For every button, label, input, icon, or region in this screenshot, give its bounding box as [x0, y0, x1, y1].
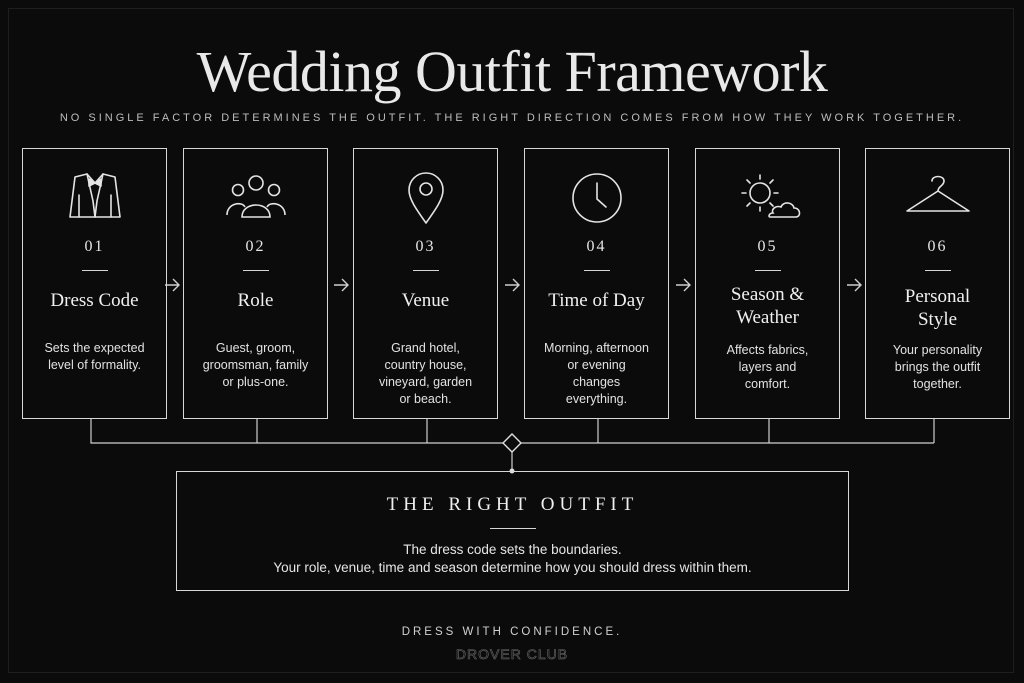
factor-name: Role	[237, 290, 274, 311]
result-line-2: Your role, venue, time and season determ…	[273, 560, 752, 575]
tuxedo-icon	[23, 171, 166, 227]
divider	[242, 270, 269, 271]
factor-name: Dress Code	[50, 290, 139, 311]
factor-number: 03	[415, 238, 436, 255]
factor-number: 06	[927, 238, 948, 255]
hanger-icon	[866, 171, 1009, 227]
factor-number: 02	[245, 238, 266, 255]
arrow-right-icon	[847, 278, 862, 292]
page-title: Wedding Outfit Framework	[196, 39, 828, 104]
sun-cloud-icon	[696, 171, 839, 227]
arrow-right-icon	[505, 278, 520, 292]
divider	[583, 270, 610, 271]
factor-number: 04	[586, 238, 607, 255]
tagline: DRESS WITH CONFIDENCE.	[401, 626, 623, 638]
result-title: THE RIGHT OUTFIT	[386, 494, 639, 515]
divider	[924, 270, 951, 271]
arrow-right-icon	[334, 278, 349, 292]
divider	[489, 528, 536, 529]
clock-icon	[525, 171, 668, 227]
factor-name: Time of Day	[548, 290, 645, 311]
arrow-right-icon	[165, 278, 180, 292]
factor-number: 05	[757, 238, 778, 255]
divider	[754, 270, 781, 271]
location-pin-icon	[354, 171, 497, 227]
result-line-1: The dress code sets the boundaries.	[403, 542, 622, 557]
divider	[81, 270, 108, 271]
factor-name: Season &Weather	[730, 284, 805, 328]
factor-card-venue: 03 Venue Grand hotel,country house,viney…	[353, 148, 498, 419]
diamond-junction	[502, 433, 522, 453]
page-subtitle: NO SINGLE FACTOR DETERMINES THE OUTFIT. …	[59, 112, 965, 124]
factor-description: Grand hotel,country house,vineyard, gard…	[378, 341, 473, 406]
people-group-icon	[184, 171, 327, 227]
factor-card-season-weather: 05 Season &Weather Affects fabrics,layer…	[695, 148, 840, 419]
result-box: THE RIGHT OUTFIT The dress code sets the…	[176, 471, 849, 591]
arrow-right-icon	[676, 278, 691, 292]
brand-name: DROVER CLUB	[455, 646, 569, 663]
outer-frame	[8, 8, 1014, 673]
factor-number: 01	[84, 238, 105, 255]
divider	[412, 270, 439, 271]
factor-name: Venue	[401, 290, 450, 311]
